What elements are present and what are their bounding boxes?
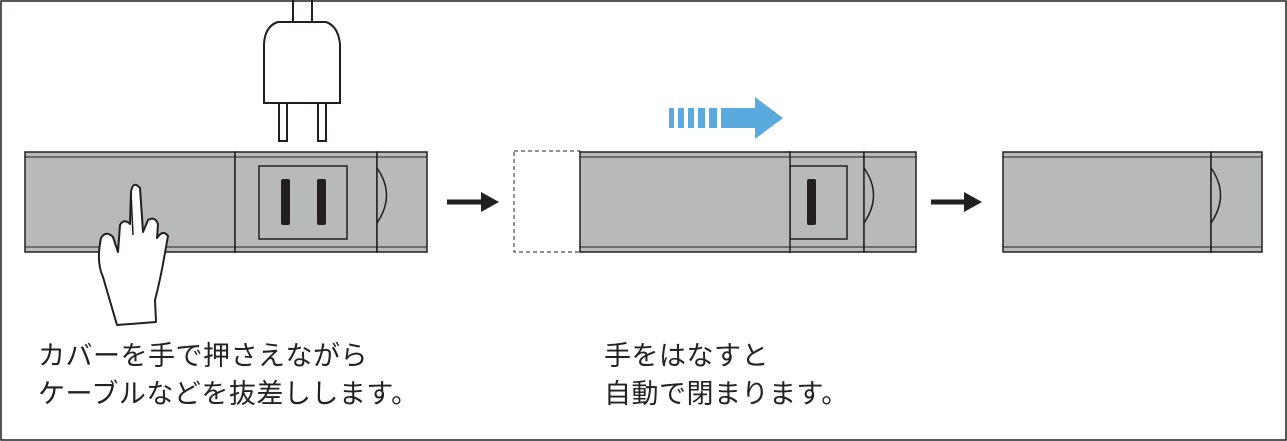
caption-right-line-2: 自動で閉まります。 — [604, 379, 849, 410]
slide-arrow-icon — [669, 97, 783, 139]
caption-left-line-1: カバーを手で押さえながら — [38, 341, 368, 372]
outlet-face — [258, 165, 348, 240]
strip-end-cap — [863, 151, 917, 253]
panel-2-cover-closing — [513, 97, 917, 253]
panel-1-outlet-open — [24, 0, 428, 326]
plug-icon — [263, 0, 341, 142]
strip-cover — [579, 151, 791, 253]
caption-left-line-2: ケーブルなどを抜差しします。 — [38, 379, 419, 410]
outlet-slot-left — [281, 179, 290, 225]
panel-3-cover-closed — [1002, 151, 1263, 253]
strip-end-cap — [376, 151, 428, 253]
caption-right-line-1: 手をはなすと — [604, 341, 769, 372]
outlet-slot-right — [807, 179, 816, 225]
caption-right: 手をはなすと 自動で閉まります。 — [604, 338, 849, 414]
arrow-right-icon — [447, 192, 499, 212]
arrow-right-icon — [931, 192, 982, 212]
caption-left: カバーを手で押さえながら ケーブルなどを抜差しします。 — [38, 338, 419, 414]
outlet-slot-right — [317, 179, 326, 225]
hand-pointer-icon — [97, 183, 169, 326]
strip-end-cap — [1210, 151, 1263, 253]
strip-cover — [1002, 151, 1212, 253]
cover-original-position — [513, 150, 581, 253]
